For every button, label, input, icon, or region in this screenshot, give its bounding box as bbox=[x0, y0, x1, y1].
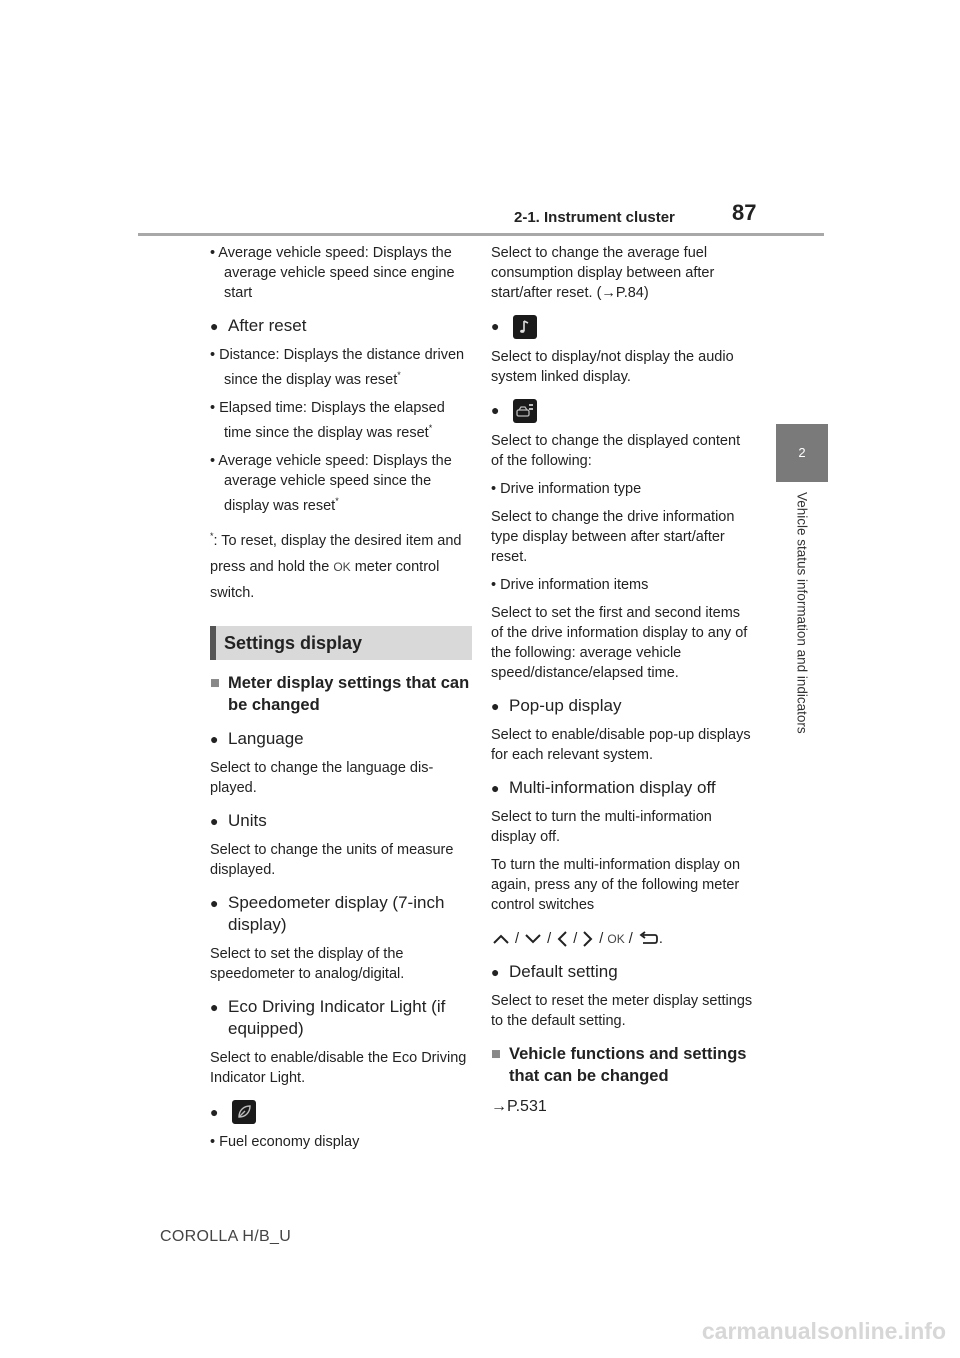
footnote-mark: * bbox=[428, 422, 433, 433]
section-vehicle-functions-text: Vehicle functions and settings that can … bbox=[509, 1045, 747, 1085]
text-language-a: Select to change the language dis- bbox=[210, 760, 434, 777]
text-units: Select to change the units of measure di… bbox=[210, 842, 454, 879]
bullet-elapsed-text: • Elapsed time: Displays the elapsed tim… bbox=[210, 399, 445, 441]
page-number: 87 bbox=[732, 200, 757, 225]
heading-default: Default setting bbox=[491, 961, 753, 983]
text-speedometer: Select to set the display of the speedom… bbox=[210, 946, 405, 983]
heading-speedometer-text: Speedometer display (7-inch display) bbox=[228, 893, 445, 935]
back-arrow-icon bbox=[639, 931, 658, 945]
heading-speedometer: Speedometer display (7-inch display) bbox=[210, 892, 472, 936]
bullet-distance: • Distance: Displays the distance driven… bbox=[210, 345, 472, 390]
footer-model: COROLLA H/B_U bbox=[160, 1228, 292, 1245]
footnote-text-b: meter control switch. bbox=[210, 559, 440, 602]
chapter-side-label: Vehicle status information and indicator… bbox=[778, 492, 826, 772]
text-mid-off-1: Select to turn the multi-information dis… bbox=[491, 809, 712, 845]
heading-eco-icon bbox=[210, 1100, 472, 1125]
chevron-up-icon bbox=[493, 934, 509, 944]
right-column: Select to change the average fuel consum… bbox=[491, 243, 753, 1125]
music-note-icon bbox=[513, 315, 537, 339]
bullet-avg-speed-reset: • Average vehicle speed: Displays the av… bbox=[210, 451, 472, 516]
heading-eco-text: Eco Driving Indicator Light (if equipped… bbox=[228, 997, 446, 1039]
heading-default-text: Default setting bbox=[509, 962, 618, 981]
text-eco: Select to enable/disable the Eco Driving… bbox=[210, 1050, 467, 1087]
car-info-icon bbox=[513, 399, 537, 423]
text-drive-items: Select to set the first and second items… bbox=[491, 605, 748, 681]
heading-mid-off: Multi-information display off bbox=[491, 777, 753, 799]
chevron-left-icon bbox=[557, 931, 567, 947]
text-default: Select to reset the meter display settin… bbox=[491, 993, 753, 1029]
bullet-fuel-economy: • Fuel economy display bbox=[210, 1134, 360, 1151]
text-mid-off-2: To turn the multi-information display on… bbox=[491, 857, 741, 913]
footnote-mark: * bbox=[397, 370, 401, 380]
footnote-mark: * bbox=[335, 495, 339, 506]
heading-popup-text: Pop-up display bbox=[509, 696, 622, 715]
bullet-distance-text: • Distance: Displays the distance driven… bbox=[210, 347, 465, 388]
text-audio: Select to display/not display the audio … bbox=[491, 349, 734, 385]
text-popup: Select to enable/disable pop-up displays… bbox=[491, 727, 751, 763]
bullet-drive-items: • Drive information items bbox=[491, 577, 649, 593]
heading-language: Language bbox=[210, 728, 472, 750]
heading-eco: Eco Driving Indicator Light (if equipped… bbox=[210, 996, 472, 1040]
heading-audio-icon bbox=[491, 315, 753, 339]
footnote: *: To reset, display the desired item an… bbox=[210, 523, 472, 606]
left-column: • Average vehicle speed: Displays the av… bbox=[210, 243, 472, 1160]
header-rule bbox=[138, 233, 824, 236]
chevron-down-icon bbox=[525, 934, 541, 944]
bullet-avg-speed-reset-text: • Average vehicle speed: Displays the av… bbox=[210, 452, 452, 514]
heading-mid-off-text: Multi-information display off bbox=[509, 778, 716, 797]
chevron-right-icon bbox=[583, 931, 593, 947]
watermark: carmanualsonline.info bbox=[701, 1318, 946, 1344]
text-fuel-economy: Select to change the average fuel consum… bbox=[491, 245, 715, 301]
leaf-icon bbox=[232, 1100, 256, 1125]
meter-switch-keys: / / / / OK / . bbox=[491, 929, 753, 949]
text-language: Select to change the language dis-played… bbox=[210, 758, 472, 798]
heading-drive-icon bbox=[491, 399, 753, 423]
bullet-elapsed: • Elapsed time: Displays the elapsed tim… bbox=[210, 398, 472, 443]
page-reference-link[interactable]: →P.531 bbox=[491, 1098, 547, 1115]
text-drive: Select to change the displayed content o… bbox=[491, 433, 741, 469]
heading-language-text: Language bbox=[228, 729, 304, 749]
text-language-b: played. bbox=[210, 780, 257, 797]
heading-units-text: Units bbox=[228, 811, 267, 831]
text-drive-type: Select to change the drive information t… bbox=[491, 509, 735, 565]
footnote-mark: * bbox=[210, 531, 214, 542]
bullet-avg-speed: • Average vehicle speed: Displays the av… bbox=[210, 245, 455, 301]
ok-switch-icon: OK bbox=[333, 560, 351, 575]
header-title: 2-1. Instrument cluster bbox=[514, 209, 675, 226]
section-meter-settings: Meter display settings that can be chang… bbox=[210, 672, 472, 716]
heading-popup: Pop-up display bbox=[491, 695, 753, 717]
ok-switch-icon: OK bbox=[607, 932, 625, 946]
heading-after-reset: After reset bbox=[210, 315, 472, 337]
footnote-text-a: : To reset, display the desired item and… bbox=[210, 533, 462, 576]
chapter-tab: 2 bbox=[776, 424, 828, 482]
settings-display-heading: Settings display bbox=[210, 626, 472, 661]
section-meter-settings-text: Meter display settings that can be chang… bbox=[228, 674, 470, 715]
heading-after-reset-text: After reset bbox=[228, 316, 307, 335]
chapter-side-label-text: Vehicle status information and indicator… bbox=[794, 492, 810, 734]
section-vehicle-functions: Vehicle functions and settings that can … bbox=[491, 1043, 753, 1087]
heading-units: Units bbox=[210, 810, 472, 832]
bullet-drive-type: • Drive information type bbox=[491, 481, 642, 497]
